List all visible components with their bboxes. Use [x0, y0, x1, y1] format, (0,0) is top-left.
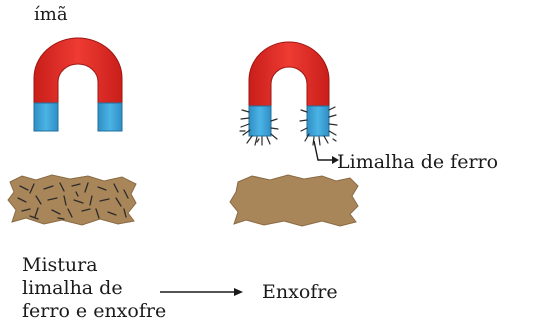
arrow-filings-icon: [314, 141, 339, 164]
mixture-label-line: ferro e enxofre: [22, 300, 166, 323]
mixture-label: Mistura limalha de ferro e enxofre: [22, 254, 166, 323]
magnet-pole-right-icon: [98, 103, 122, 131]
mixture-pile-icon: [8, 175, 136, 225]
magnet-left-icon: [34, 38, 122, 131]
magnet-label: ímã: [34, 4, 68, 26]
magnet-pole-right-icon: [307, 106, 329, 136]
sulfur-label: Enxofre: [262, 281, 338, 303]
arrow-right-icon: [160, 288, 243, 296]
mixture-label-line: limalha de: [22, 277, 166, 300]
magnet-right-icon: [249, 42, 329, 136]
iron-filings-label: Limalha de ferro: [337, 151, 498, 173]
magnet-pole-left-icon: [249, 106, 271, 136]
mixture-label-line: Mistura: [22, 254, 166, 277]
magnet-pole-left-icon: [34, 103, 58, 131]
sulfur-pile-icon: [230, 175, 358, 226]
